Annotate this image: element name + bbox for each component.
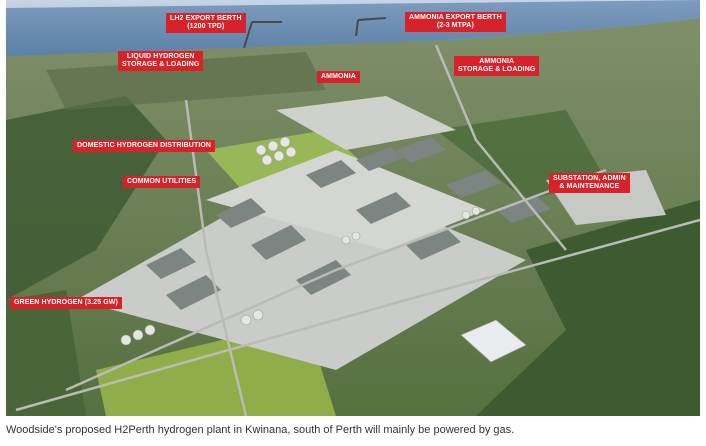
forest-southeast <box>476 200 700 416</box>
plant-aerial-render: LH2 EXPORT BERTH (1200 TPD) AMMONIA EXPO… <box>6 0 700 416</box>
label-ammonia-export-berth-capacity: (2-3 MTPA) <box>436 22 474 29</box>
ammonia-plant-pad <box>276 96 456 150</box>
label-liquid-hydrogen-line1: LIQUID HYDROGEN <box>126 53 195 60</box>
label-lh2-export-berth-capacity: (1200 TPD) <box>187 23 225 30</box>
warehouse <box>460 319 527 363</box>
label-domestic-hydrogen-text: DOMESTIC HYDROGEN DISTRIBUTION <box>77 142 212 149</box>
image-caption: Woodside's proposed H2Perth hydrogen pla… <box>6 424 515 436</box>
label-ammonia-export-berth: AMMONIA EXPORT BERTH (2-3 MTPA) <box>405 12 506 32</box>
forest-southwest <box>6 290 86 416</box>
label-lh2-export-berth: LH2 EXPORT BERTH (1200 TPD) <box>166 13 246 33</box>
label-ammonia: AMMONIA <box>317 71 360 83</box>
process-buildings <box>146 137 551 310</box>
label-ammonia-storage-line1: AMMONIA <box>479 58 515 65</box>
label-common-utilities: COMMON UTILITIES <box>123 176 201 188</box>
label-liquid-hydrogen-storage: LIQUID HYDROGEN STORAGE & LOADING <box>118 51 204 71</box>
label-ammonia-export-berth-title: AMMONIA EXPORT BERTH <box>409 14 502 21</box>
aerial-scene <box>6 0 700 416</box>
label-substation-line1: SUBSTATION, ADMIN <box>553 175 626 182</box>
label-green-hydrogen-text: GREEN HYDROGEN (3.25 GW) <box>14 299 118 306</box>
label-ammonia-text: AMMONIA <box>321 73 356 80</box>
roads <box>15 44 700 416</box>
jetties <box>243 17 387 49</box>
label-ammonia-storage-line2: STORAGE & LOADING <box>458 66 536 73</box>
utilities-pad <box>206 150 486 250</box>
label-liquid-hydrogen-line2: STORAGE & LOADING <box>122 61 200 68</box>
label-green-hydrogen: GREEN HYDROGEN (3.25 GW) <box>10 297 122 309</box>
label-substation: SUBSTATION, ADMIN & MAINTENANCE <box>549 173 630 193</box>
label-domestic-hydrogen: DOMESTIC HYDROGEN DISTRIBUTION <box>73 140 216 152</box>
label-substation-line2: & MAINTENANCE <box>559 183 620 190</box>
label-common-utilities-text: COMMON UTILITIES <box>127 178 197 185</box>
storage-tanks <box>120 136 481 346</box>
label-lh2-export-berth-title: LH2 EXPORT BERTH <box>170 15 242 22</box>
label-ammonia-storage: AMMONIA STORAGE & LOADING <box>454 56 540 76</box>
industrial-north <box>46 52 326 110</box>
